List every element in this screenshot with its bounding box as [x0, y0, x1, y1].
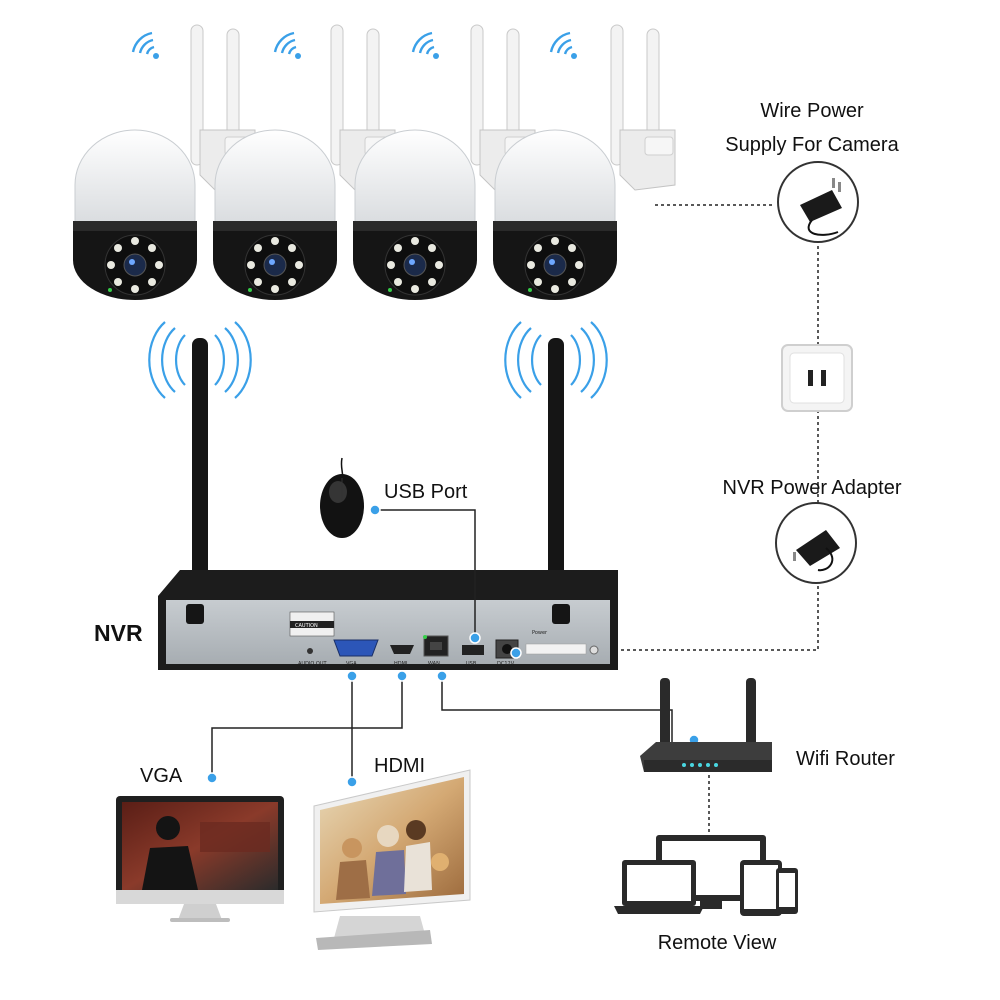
- camera-power-cable: [598, 204, 819, 651]
- usb-port-label: USB Port: [384, 481, 468, 503]
- nvr-device: CAUTION AUDIO OUT VGA HDMI WAN USB: [148, 321, 618, 670]
- power-label: Power: [532, 630, 548, 636]
- vga-port: VGA: [333, 639, 379, 667]
- wall-outlet-icon: [781, 344, 853, 412]
- wifi-router-icon: [640, 678, 772, 772]
- svg-text:WAN: WAN: [428, 661, 440, 667]
- vga-label: VGA: [140, 765, 183, 787]
- hdmi-label: HDMI: [374, 755, 426, 777]
- remote-devices-icon: [614, 835, 798, 916]
- usb-port: USB: [462, 645, 484, 667]
- remote-view-label: Remote View: [657, 932, 777, 954]
- mouse-icon: [320, 457, 364, 538]
- camera-4: [492, 24, 676, 301]
- audio-out-label: AUDIO OUT: [298, 661, 328, 667]
- wan-port: WAN: [423, 635, 449, 667]
- caution-label: CAUTION: [295, 623, 318, 629]
- svg-text:USB: USB: [466, 661, 477, 667]
- wire-power-label-line2: Supply For Camera: [725, 134, 899, 156]
- camera-power-adapter-icon: [777, 161, 859, 243]
- hdmi-monitor: [313, 769, 471, 950]
- vga-monitor: [116, 796, 284, 922]
- hdmi-port: HDMI: [390, 645, 414, 667]
- nvr-power-adapter-label: NVR Power Adapter: [722, 477, 902, 499]
- nvr-power-adapter-icon: [775, 502, 857, 584]
- svg-text:VGA: VGA: [346, 661, 357, 667]
- svg-text:HDMI: HDMI: [394, 661, 407, 667]
- nvr-label: NVR: [94, 620, 143, 646]
- svg-text:DC12V: DC12V: [497, 661, 515, 667]
- wifi-router-label: Wifi Router: [796, 748, 895, 770]
- cables: [211, 509, 673, 782]
- wire-power-label-line1: Wire Power: [760, 100, 864, 122]
